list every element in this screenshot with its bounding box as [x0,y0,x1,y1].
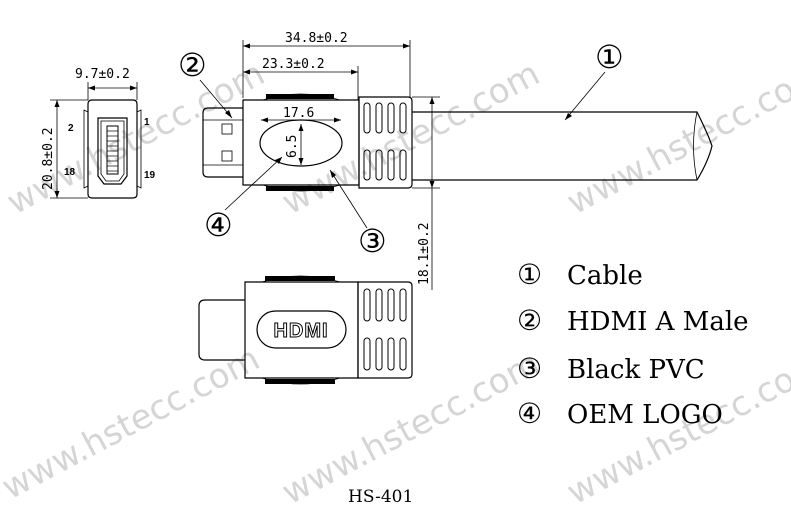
legend-text-2: HDMI A Male [567,307,749,337]
callout-4: ④ [204,206,233,244]
top-view: 34.8±0.2 23.3±0.2 17.6 6.5 [202,31,713,290]
legend-text-1: Cable [567,261,643,291]
watermark: www.hstecc.com [275,54,546,223]
dim-overall-length: 34.8±0.2 [285,31,348,46]
dim-molded-length: 23.3±0.2 [262,57,325,72]
dim-boot-height: 18.1±0.2 [417,222,432,285]
pin-label-1: 1 [144,117,150,128]
legend-text-4: OEM LOGO [567,400,723,430]
callout-3: ③ [358,222,387,260]
watermark: www.hstecc.com [0,339,266,508]
logo-text: HDMI [273,320,328,342]
model-number: HS-401 [348,487,413,507]
legend-text-3: Black PVC [567,355,705,385]
dim-logo-height: 6.5 [285,135,300,158]
pin-label-2: 2 [68,123,74,134]
pin-label-18: 18 [64,167,76,178]
watermark: www.hstecc.com [560,54,791,223]
legend: ① Cable ② HDMI A Male ③ Black PVC ④ OEM … [517,258,749,430]
legend-marker-2: ② [517,304,542,337]
dim-logo-length: 17.6 [283,106,314,121]
bottom-view: HDMI [198,275,413,385]
callout-2: ② [178,46,207,84]
callouts: ② ① ④ ③ [178,38,624,260]
legend-marker-4: ④ [517,397,542,430]
end-view: 9.7±0.2 20.8±0.2 2 1 18 19 [41,67,156,199]
dim-end-width: 9.7±0.2 [75,67,130,82]
pin-label-19: 19 [144,170,156,181]
legend-marker-3: ③ [517,352,542,385]
watermark-layer: www.hstecc.com www.hstecc.com www.hstecc… [0,54,791,513]
callout-1: ① [595,38,624,76]
dim-end-height: 20.8±0.2 [41,127,56,190]
legend-marker-1: ① [517,258,542,291]
